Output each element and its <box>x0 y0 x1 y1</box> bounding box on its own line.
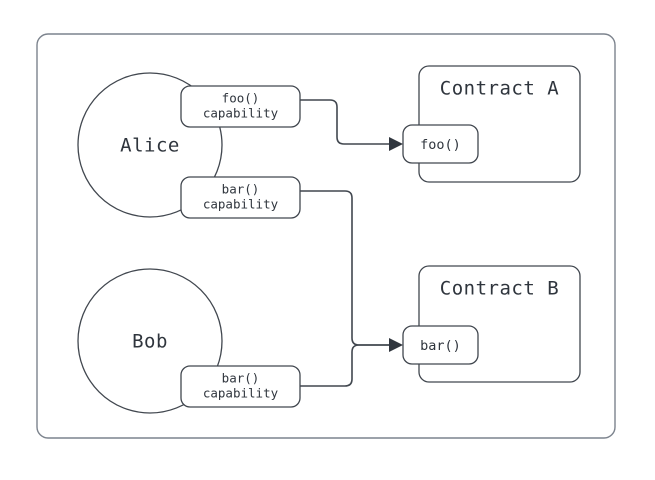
actor-label-bob: Bob <box>132 331 168 353</box>
method-box-contract-a-foo[interactable] <box>402 124 479 164</box>
contract-label-b: Contract B <box>440 278 559 300</box>
capability-label-bob-bar-line1: bar() <box>222 371 260 386</box>
capability-box-alice-foo[interactable] <box>180 85 301 128</box>
method-label-contract-a-foo: foo() <box>420 137 461 153</box>
capability-box-alice-bar[interactable] <box>180 176 301 219</box>
method-box-contract-b-bar[interactable] <box>402 325 479 365</box>
capability-label-bob-bar-line2: capability <box>203 386 279 401</box>
connector-bob-bar-to-contract-b <box>299 344 390 387</box>
contract-label-a: Contract A <box>440 78 559 100</box>
actor-label-alice: Alice <box>120 135 180 157</box>
method-label-contract-b-bar: bar() <box>420 338 461 354</box>
arrowhead-contract-b-bar <box>389 338 403 352</box>
arrowhead-contract-a-foo <box>389 137 403 151</box>
capability-label-alice-foo-line1: foo() <box>222 91 260 106</box>
capability-label-alice-bar-line1: bar() <box>222 182 260 197</box>
capability-label-alice-foo-line2: capability <box>203 106 279 121</box>
capability-box-bob-bar[interactable] <box>180 365 301 408</box>
connector-alice-foo-to-contract-a <box>299 99 390 145</box>
capability-label-alice-bar-line2: capability <box>203 197 279 212</box>
